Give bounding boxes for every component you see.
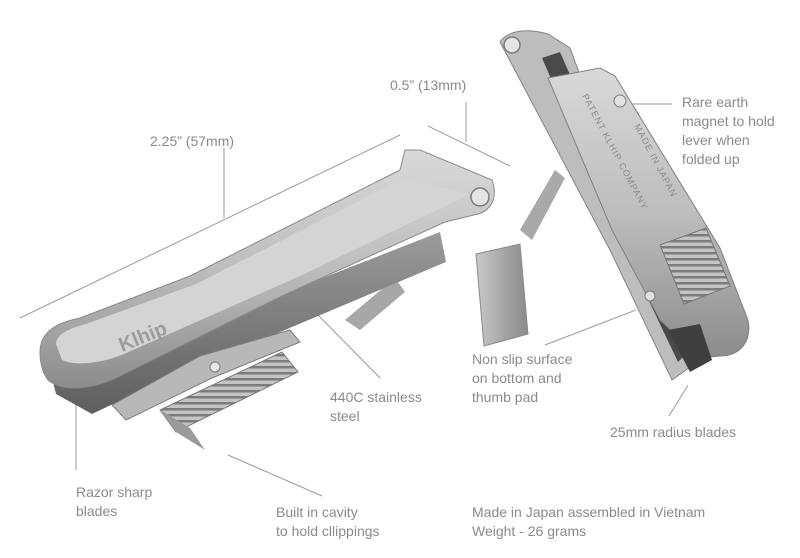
magnet-label-line: lever when: [682, 132, 750, 148]
cavity-label-line: to hold cllippings: [276, 523, 380, 539]
origin-weight-label: Made in Japan assembled in Vietnam Weigh…: [472, 503, 705, 541]
clipper-standing: PATENT KLHIP COMPANY MADE IN JAPAN: [475, 30, 750, 381]
razor-label-line: Razor sharp: [76, 484, 153, 500]
cavity-label: Built in cavity to hold cllippings: [276, 503, 380, 541]
width-dimension-label: 0.5” (13mm): [390, 77, 467, 93]
radius-blades-label: 25mm radius blades: [610, 424, 737, 440]
cavity-label-line: Built in cavity: [276, 504, 358, 520]
magnet-label-line: Rare earth: [682, 94, 749, 110]
steel-label-line: 440C stainless: [330, 389, 422, 405]
magnet-label-line: folded up: [682, 151, 740, 167]
magnet-label-line: magnet to hold: [682, 113, 775, 129]
non-slip-label-line: thumb pad: [472, 389, 539, 405]
origin-label-line: Made in Japan assembled in Vietnam: [472, 504, 706, 520]
leader-lines: [19, 102, 689, 497]
magnet-label: Rare earth magnet to hold lever when fol…: [682, 93, 775, 169]
length-dimension-label: 2.25” (57mm): [150, 133, 235, 149]
razor-blades-label: Razor sharp blades: [76, 483, 152, 521]
razor-label-line: blades: [76, 503, 118, 519]
non-slip-label-line: Non slip surface: [472, 351, 573, 367]
steel-label-line: steel: [330, 408, 360, 424]
non-slip-label: Non slip surface on bottom and thumb pad: [472, 350, 572, 407]
weight-label-line: Weight - 26 grams: [472, 523, 587, 539]
steel-label: 440C stainless steel: [330, 388, 422, 426]
non-slip-label-line: on bottom and: [472, 370, 562, 386]
clipper-lying: Klhip: [39, 149, 495, 450]
